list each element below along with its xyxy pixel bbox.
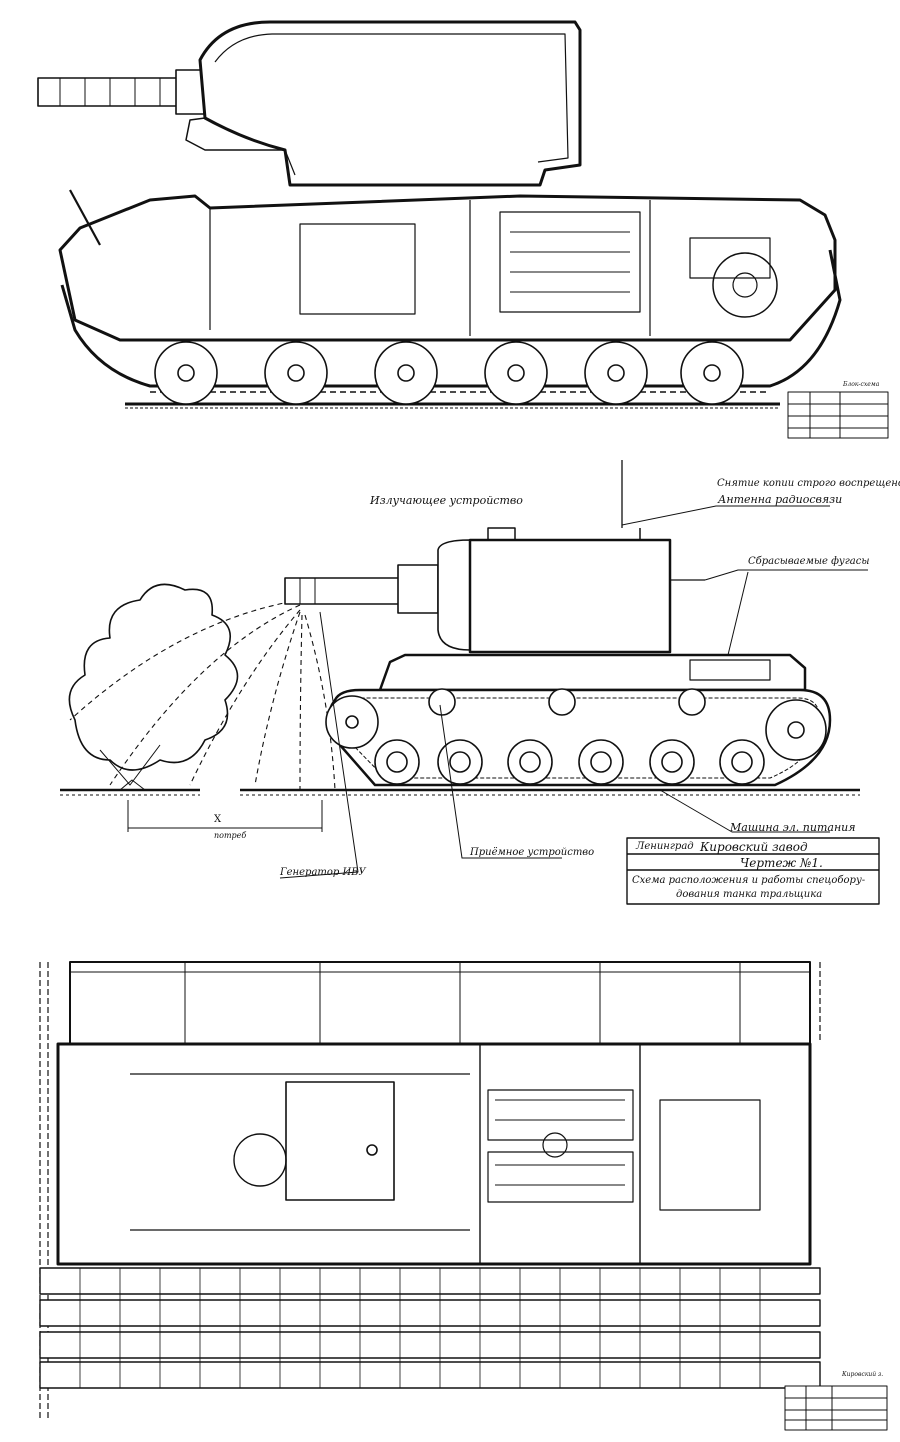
label-antenna: Антенна радиосвязи <box>718 493 843 506</box>
track-side <box>60 249 842 388</box>
radiation-lines <box>69 599 336 791</box>
plan-tracks-bottom <box>39 1267 821 1389</box>
title-plant: Кировский завод <box>700 840 808 854</box>
label-antenna-note: Снятие копии строго воспрещено <box>717 478 900 489</box>
stamp-block-top <box>787 391 889 439</box>
stamp-bottom-caption: Кировский з. <box>842 1371 884 1378</box>
label-distance-caption: потреб <box>214 831 247 840</box>
turret-outline <box>185 20 582 187</box>
operation-scheme-view <box>60 460 880 905</box>
hull-outline <box>58 189 837 342</box>
road-wheels-side <box>154 341 744 405</box>
side-cutaway-view <box>37 20 889 439</box>
label-power-machine: Машина эл. питания <box>730 821 856 834</box>
distance-dimension <box>127 800 323 832</box>
title-drawing-number: Чертеж №1. <box>740 856 823 870</box>
plan-fender-top <box>69 961 811 1045</box>
plan-hull <box>56 1042 812 1266</box>
label-fuel-tanks: Сбрасываемые фугасы <box>748 556 870 567</box>
label-generator: Генератор ИВУ <box>280 867 366 878</box>
title-block-frame <box>626 837 880 905</box>
title-city: Ленинград <box>636 841 694 852</box>
label-receiving-device: Приёмное устройство <box>470 847 595 858</box>
gun-barrel <box>37 69 205 115</box>
leader-lines <box>279 505 868 879</box>
stamp-block-bottom <box>784 1385 888 1431</box>
stamp-top-caption: Блок-схема <box>843 381 880 388</box>
tank-side-profile <box>284 460 832 787</box>
title-caption-line2: дования танка тральщика <box>676 889 823 900</box>
explosion-cloud <box>68 583 239 771</box>
title-caption-line1: Схема расположения и работы спецобору- <box>632 875 866 886</box>
label-radiating-device: Излучающее устройство <box>370 494 523 507</box>
label-distance-x: X <box>214 814 222 825</box>
plan-view <box>39 961 888 1431</box>
